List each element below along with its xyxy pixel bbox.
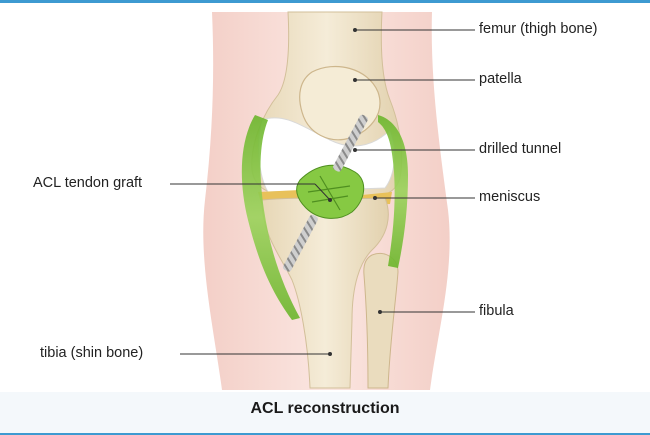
label-acl-graft: ACL tendon graft	[33, 175, 142, 192]
label-fibula: fibula	[479, 303, 514, 320]
diagram-title: ACL reconstruction	[0, 400, 650, 418]
label-patella: patella	[479, 71, 522, 88]
label-tibia: tibia (shin bone)	[40, 345, 143, 362]
label-meniscus: meniscus	[479, 189, 540, 206]
label-drilled-tunnel: drilled tunnel	[479, 141, 561, 158]
label-femur: femur (thigh bone)	[479, 21, 597, 38]
